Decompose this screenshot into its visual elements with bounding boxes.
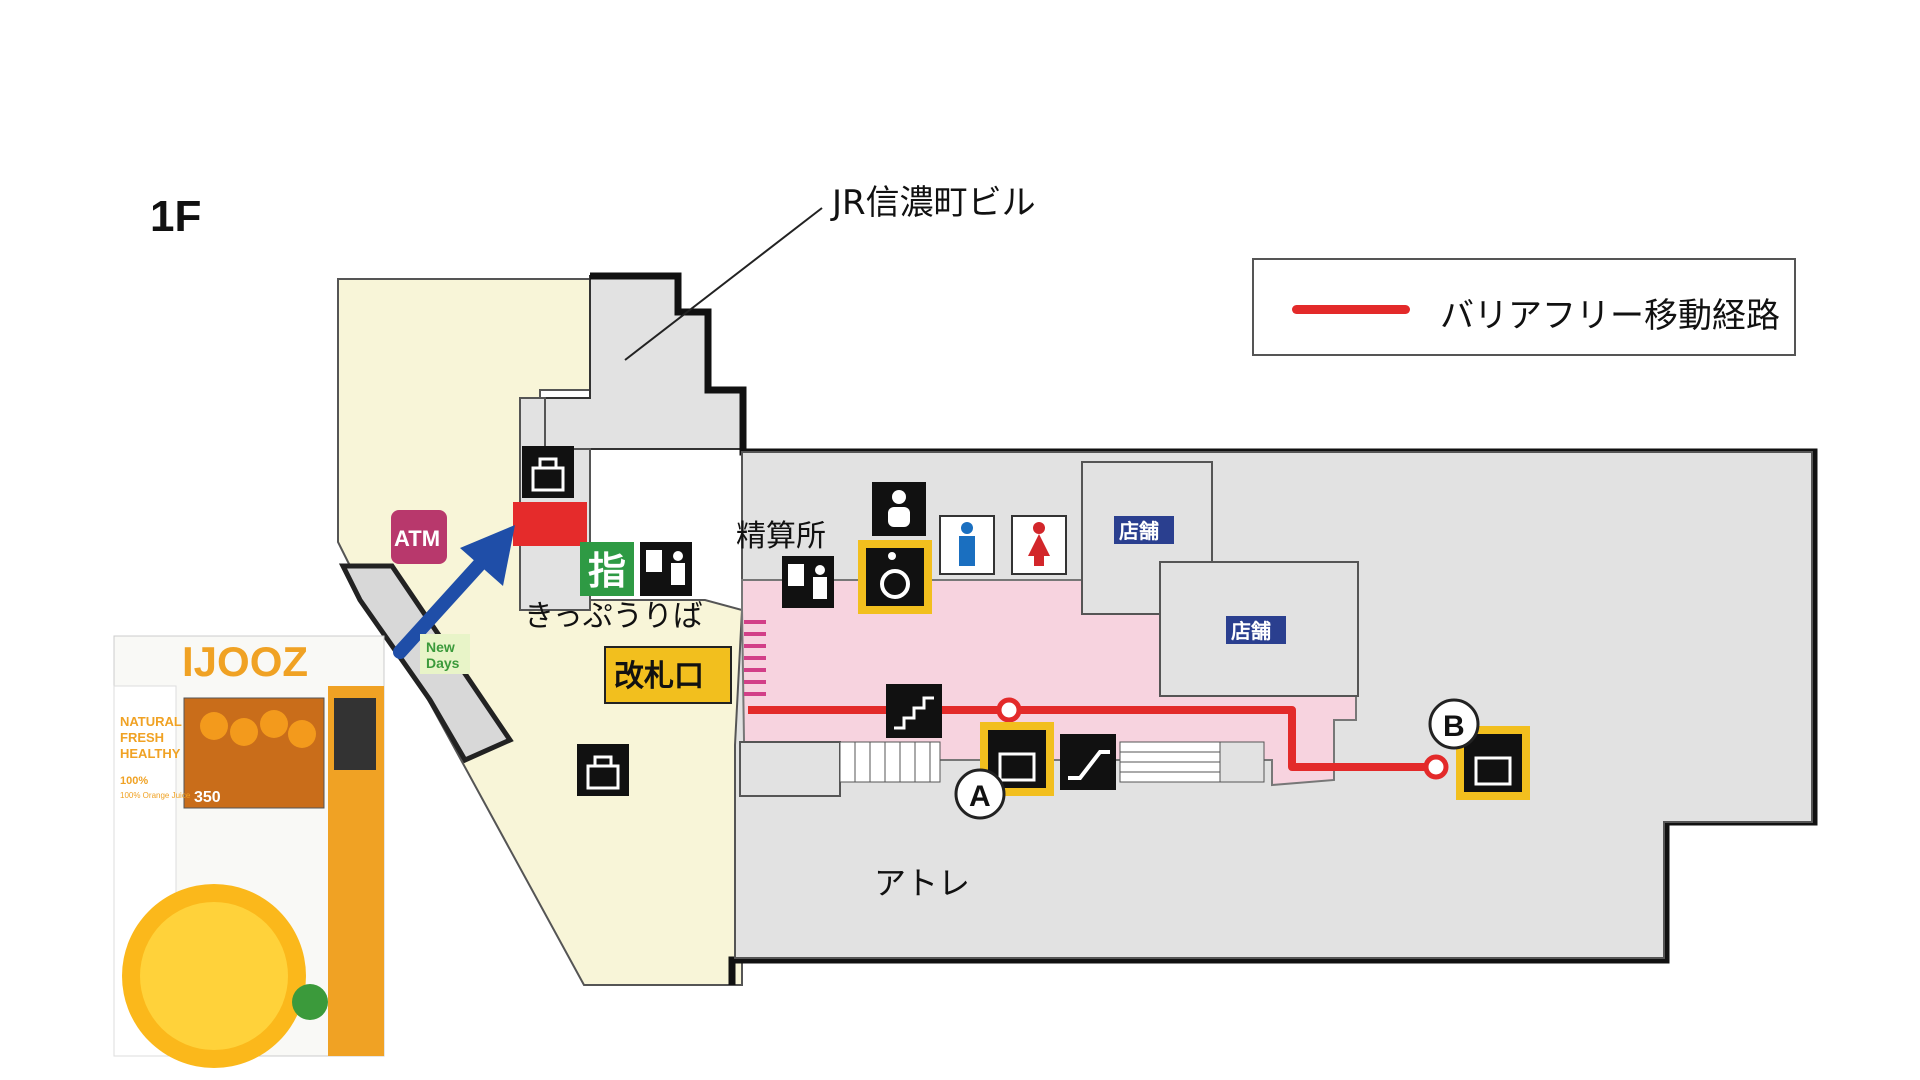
vending-side-line1: NATURAL (120, 714, 182, 729)
building-pointer-line (624, 207, 823, 361)
newdays-logo (420, 634, 470, 674)
orange-fruit (260, 710, 288, 738)
atm-sign (391, 510, 447, 564)
escalator-icon (1060, 734, 1116, 790)
elevator-b-label: B (1443, 710, 1465, 743)
stairs-a (839, 741, 941, 783)
newdays-line1: New (426, 639, 455, 655)
vending-price: 350 (194, 789, 221, 806)
location-arrow (393, 548, 495, 659)
atre-label: アトレ (874, 864, 970, 902)
locker-icon (577, 744, 629, 796)
stair-lift-icon (886, 684, 942, 738)
elevator-b-marker (1428, 698, 1480, 750)
ticket-gate-stripes (744, 620, 766, 696)
orange-fruit (200, 712, 228, 740)
newdays-line2: Days (426, 655, 460, 671)
atm-label: ATM (394, 526, 440, 551)
vending-badge-pct: 100% (120, 775, 148, 787)
reserved-seat-label: 指 (588, 549, 626, 593)
vending-side-line3: HEALTHY (120, 746, 181, 761)
lower-block (739, 741, 841, 797)
shop-label-2-bg (1226, 616, 1286, 644)
vending-side-line2: FRESH (120, 730, 164, 745)
kaisatsu-label: 改札口 (614, 659, 704, 694)
orange-fruit (288, 720, 316, 748)
route-node (996, 697, 1022, 723)
ticket-machine-icon (782, 556, 834, 608)
shop-label-1: 店舗 (1119, 519, 1159, 543)
male-restroom-icon (939, 515, 995, 575)
orange-slice-inner (140, 902, 288, 1050)
baby-care-icon (872, 482, 926, 536)
reserved-seat-sign (580, 542, 634, 596)
kippu-label: きっぷうりば (524, 599, 703, 634)
locker-icon (522, 446, 574, 498)
female-restroom-icon (1011, 515, 1067, 575)
elevator-a-marker (954, 768, 1006, 820)
badge-circle (292, 984, 328, 1020)
route-node (1423, 754, 1449, 780)
ticket-gate-sign (604, 646, 732, 704)
vending-brand: IJOOZ (182, 638, 308, 685)
juice-vending-machine-image: IJOOZ NATURAL FRESH HEALTHY 350 100% 100… (113, 635, 385, 1068)
legend-route-label: バリアフリー移動経路 (1440, 296, 1780, 336)
elevator-a-label: A (969, 780, 991, 813)
location-arrowhead (460, 525, 515, 586)
legend-box: バリアフリー移動経路 (1252, 258, 1796, 356)
stairs-b (1119, 741, 1265, 783)
vending-badge-text: 100% Orange Juice (120, 791, 191, 800)
ticket-machine-icon (640, 542, 692, 596)
building-name-label: JR信濃町ビル (830, 183, 1036, 223)
shop-label-2: 店舗 (1231, 619, 1271, 643)
legend-route-swatch (1292, 305, 1410, 314)
vending-location-marker (513, 502, 587, 546)
orange-fruit (230, 718, 258, 746)
shop-label-1-bg (1114, 516, 1174, 544)
seisanjo-label: 精算所 (736, 519, 826, 554)
wheelchair-icon (858, 540, 932, 614)
vending-screen (334, 698, 376, 770)
floor-label: 1F (150, 192, 202, 241)
